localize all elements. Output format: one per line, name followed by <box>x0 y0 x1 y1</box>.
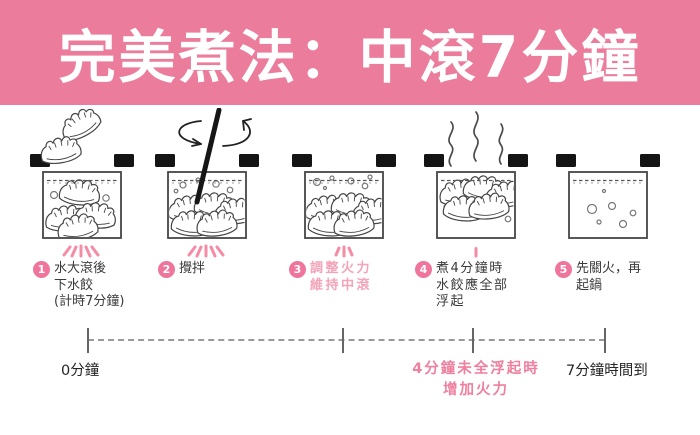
step-3-number-badge: 3 <box>289 261 306 278</box>
timeline-warning-line: 增加火力 <box>443 382 509 398</box>
step-1-text-line: (計時7分鐘) <box>54 294 125 309</box>
header-banner: 完美煮法：中滾7分鐘 <box>0 0 700 105</box>
pot-contents <box>438 173 514 224</box>
step-4: 4 煮4分鐘時 水餃應全部 浮起 <box>415 261 509 311</box>
pot-handle-left <box>292 154 312 167</box>
pot-body <box>568 171 648 239</box>
pot-handle-left <box>424 154 444 167</box>
step-5-number-badge: 5 <box>555 261 572 278</box>
timeline-end-label: 7分鐘時間到 <box>566 363 648 379</box>
step-2-text-line: 攪拌 <box>179 261 206 276</box>
timeline-warning-line: 4分鐘未全浮起時 <box>412 361 540 377</box>
step-4-text-line: 水餃應全部 <box>436 277 509 293</box>
pot-medium-boil-icon <box>292 154 396 258</box>
step-3: 3 調整火力 維持中滾 <box>289 261 372 294</box>
stir-arrows-icon <box>178 118 252 147</box>
step-2: 2 攪拌 <box>158 261 205 278</box>
step-4-text-line: 浮起 <box>436 294 466 309</box>
pot-handle-left <box>556 154 576 167</box>
step-1: 1 水大滾後 下水餃 (計時7分鐘) <box>33 261 124 311</box>
pot-handle-right <box>114 154 134 167</box>
step-5-text-line: 起鍋 <box>576 277 603 293</box>
pot-handle-right <box>376 154 396 167</box>
step-1-text-line: 水大滾後 <box>54 261 107 276</box>
falling-dumplings <box>38 108 105 167</box>
flame-icon <box>62 244 100 258</box>
pot-stirring-chopstick-icon <box>155 108 259 258</box>
step-1-text-line: 下水餃 <box>54 277 94 293</box>
timeline-start-label: 0分鐘 <box>61 363 100 379</box>
flame-medium-icon <box>334 245 354 258</box>
steam-icon <box>448 111 504 167</box>
pot-handle-left <box>155 154 175 167</box>
pot-contents <box>44 177 118 237</box>
timeline-dashed-line <box>88 339 605 341</box>
step-2-number-badge: 2 <box>158 261 175 278</box>
timeline-tick-7min <box>604 328 606 353</box>
timeline-tick-0min <box>87 328 89 353</box>
timeline-tick-4min <box>472 328 474 353</box>
pot-dumplings-floating-steam-icon <box>424 111 528 258</box>
step-4-number-badge: 4 <box>415 261 432 278</box>
pot-dumplings-dropping-icon <box>30 108 134 258</box>
step-1-number-badge: 1 <box>33 261 50 278</box>
timeline-tick-boil <box>342 328 344 353</box>
pot-contents <box>586 188 637 229</box>
flame-icon <box>187 244 225 258</box>
cooking-steps-illustration <box>30 108 660 258</box>
step-3-text-line: 調整火力 <box>310 261 373 276</box>
step-4-text-line: 煮4分鐘時 <box>436 261 504 276</box>
step-5: 5 先關火，再 起鍋 <box>555 261 641 294</box>
pot-empty-icon <box>556 154 660 239</box>
timeline-warning-label: 4分鐘未全浮起時 增加火力 <box>412 359 540 401</box>
pot-handle-right <box>640 154 660 167</box>
pot-handle-right <box>508 154 528 167</box>
chopstick-icon <box>194 108 222 205</box>
step-3-text-line: 維持中滾 <box>310 277 373 293</box>
step-5-text-line: 先關火，再 <box>576 261 642 276</box>
page-title: 完美煮法：中滾7分鐘 <box>58 24 642 91</box>
pot-handle-right <box>239 154 259 167</box>
